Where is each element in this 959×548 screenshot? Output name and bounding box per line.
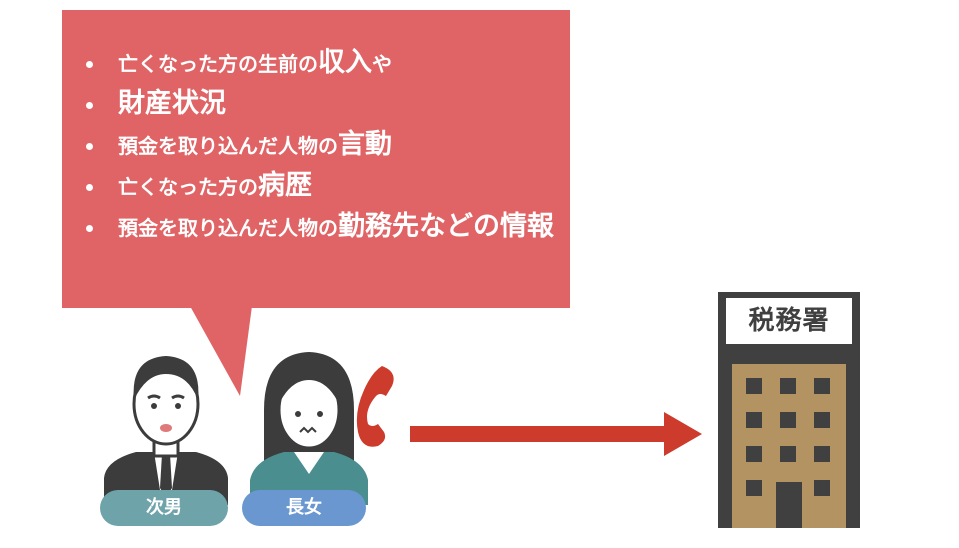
- info-item: 亡くなった方の病歴: [82, 171, 562, 202]
- arrow-to-tax-office: [410, 412, 702, 456]
- info-list: 亡くなった方の生前の収入や 財産状況 預金を取り込んだ人物の言動 亡くなった方の…: [82, 48, 562, 253]
- info-item: 預金を取り込んだ人物の勤務先などの情報: [82, 212, 562, 243]
- phone-icon: [356, 366, 394, 447]
- info-item: 財産状況: [82, 89, 562, 120]
- eldest-daughter-label: 長女: [242, 490, 366, 526]
- info-item: 亡くなった方の生前の収入や: [82, 48, 562, 79]
- tax-office-label: 税務署: [726, 298, 852, 344]
- second-son-figure: [104, 356, 228, 505]
- speech-bubble: [62, 10, 570, 308]
- second-son-label: 次男: [100, 490, 228, 526]
- info-item: 預金を取り込んだ人物の言動: [82, 130, 562, 161]
